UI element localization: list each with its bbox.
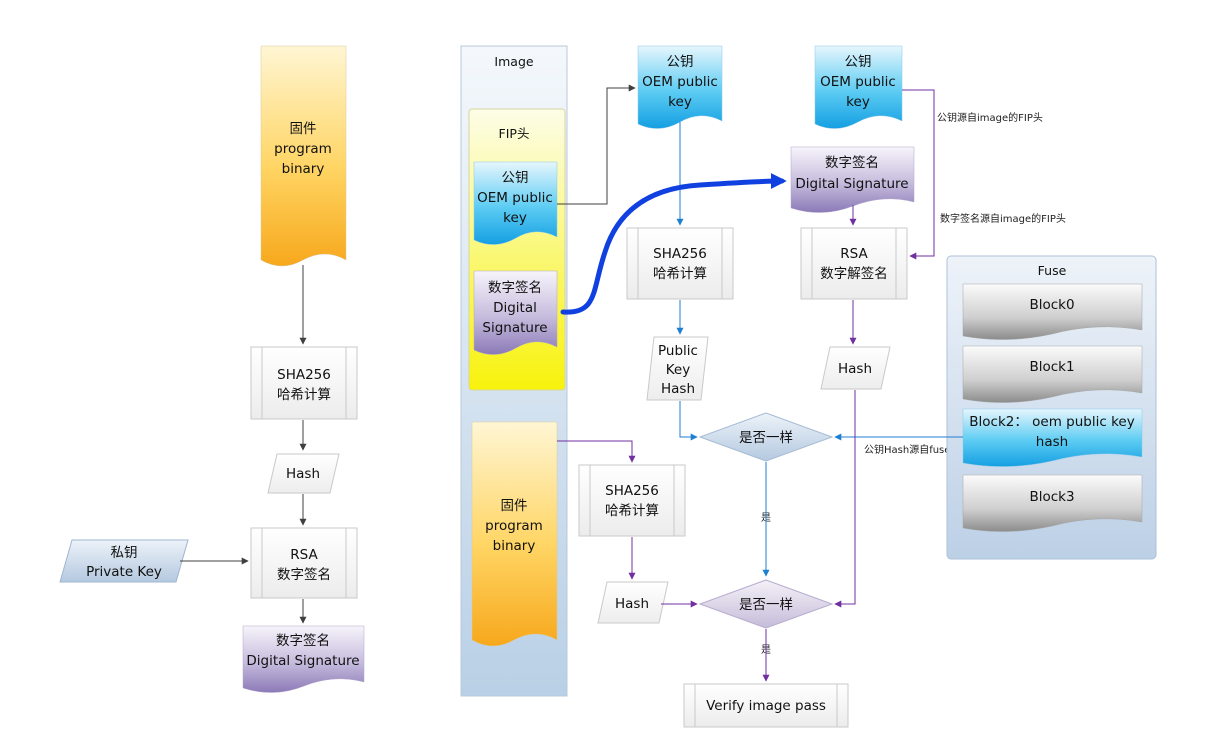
left-signature-document: 数字签名 Digital Signature [242,625,365,693]
block-label: Block2： oem public key [969,414,1134,430]
left-sha256-process: SHA256 哈希计算 [250,346,358,420]
private-key-data: 私钥 Private Key [59,539,189,583]
block-label: Block0 [1029,297,1074,313]
private-key-label: 私钥 [111,545,138,561]
fuse-block3: Block3 [962,474,1143,532]
firmware-label: binary [282,161,325,177]
rsa-label: 数字签名 [277,566,331,583]
sha256-label: SHA256 [605,483,659,499]
public-key-hash-data: Public Key Hash [646,336,709,401]
sha256-label: SHA256 [277,367,331,383]
rsa-label: 数字解签名 [820,265,888,282]
signature-label: Digital Signature [795,176,908,192]
left-rsa-process: RSA 数字签名 [250,527,358,599]
signature-label: Signature [482,320,547,336]
verify-rsa-process: RSA 数字解签名 [800,227,908,300]
hash-label: Hash [838,361,872,377]
fuse-block2: Block2： oem public key hash [962,408,1143,467]
verify-public-key-document-2: 公钥 OEM public key [814,45,903,129]
verify-signature-document: 数字签名 Digital Signature [790,146,915,213]
sha256-label: 哈希计算 [653,266,707,282]
signature-label: Digital [493,300,537,316]
public-key-label: key [503,210,527,226]
public-key-label: key [846,94,870,110]
firmware-label: 固件 [501,498,528,514]
private-key-label: Private Key [86,564,162,580]
connector-blue [679,401,698,441]
signature-label: 数字签名 [276,632,330,649]
signature-transfer-arrow [560,173,787,315]
sha256-label: 哈希计算 [605,503,659,519]
verify-public-key-document: 公钥 OEM public key [637,45,723,129]
public-key-label: OEM public [820,74,896,90]
block-label: Block3 [1029,489,1074,505]
sha256-label: SHA256 [653,246,707,262]
signature-label: Digital Signature [246,653,359,669]
binary-hash-data: Hash [597,581,669,624]
fip-public-key-document: 公钥 OEM public key [473,161,558,245]
fip-signature-document: 数字签名 Digital Signature [473,270,558,355]
verify-pass-label: Verify image pass [706,698,826,714]
fip-title: FIP头 [499,126,530,141]
connector-purple [834,390,856,608]
block-label: Block1 [1029,359,1074,375]
verify-pass-process: Verify image pass [683,683,849,728]
public-key-label: 公钥 [845,54,872,70]
compare-decision-2: 是否一样 [698,579,834,629]
rsa-hash-data: Hash [820,346,891,390]
rsa-label: RSA [840,246,868,262]
annotation-hash-source: 公钥Hash源自fuse [864,443,950,456]
binary-sha256-process: SHA256 哈希计算 [578,464,686,537]
firmware-label: program [485,518,543,534]
public-key-hash-label: Key [666,362,690,378]
public-key-label: 公钥 [667,54,694,70]
sha256-label: 哈希计算 [277,387,331,403]
annotation-pubkey-source: 公钥源自image的FIP头 [937,111,1043,124]
left-firmware-block: 固件 program binary [260,45,347,267]
image-title: Image [494,54,533,69]
signature-label: 数字签名 [488,279,542,296]
connector-purple [557,440,636,463]
public-key-hash-label: Public [658,343,698,359]
public-key-label: OEM public [642,74,718,90]
hash-label: Hash [615,596,649,612]
firmware-label: program [274,141,332,157]
fuse-block0: Block0 [962,283,1143,340]
compare-label: 是否一样 [739,597,793,613]
hash-label: Hash [286,466,320,482]
signature-label: 数字签名 [825,154,879,171]
connector-purple [902,89,935,260]
verify-sha256-process: SHA256 哈希计算 [626,227,734,300]
public-key-label: 公钥 [502,170,529,186]
left-hash-data: Hash [267,453,340,494]
firmware-label: 固件 [290,121,317,137]
annotation-signature-source: 数字签名源自image的FIP头 [940,212,1066,225]
public-key-label: OEM public [477,190,553,206]
block-label: hash [1036,434,1068,450]
image-firmware-block: 固件 program binary [471,421,558,647]
rsa-label: RSA [290,547,318,563]
public-key-hash-label: Hash [661,381,695,397]
firmware-label: binary [493,538,536,554]
fuse-block1: Block1 [962,345,1143,403]
connector-pubkey [557,84,636,205]
compare-label: 是否一样 [739,430,793,446]
compare-decision-1: 是否一样 [698,412,834,462]
fuse-title: Fuse [1038,263,1067,278]
public-key-label: key [668,94,692,110]
